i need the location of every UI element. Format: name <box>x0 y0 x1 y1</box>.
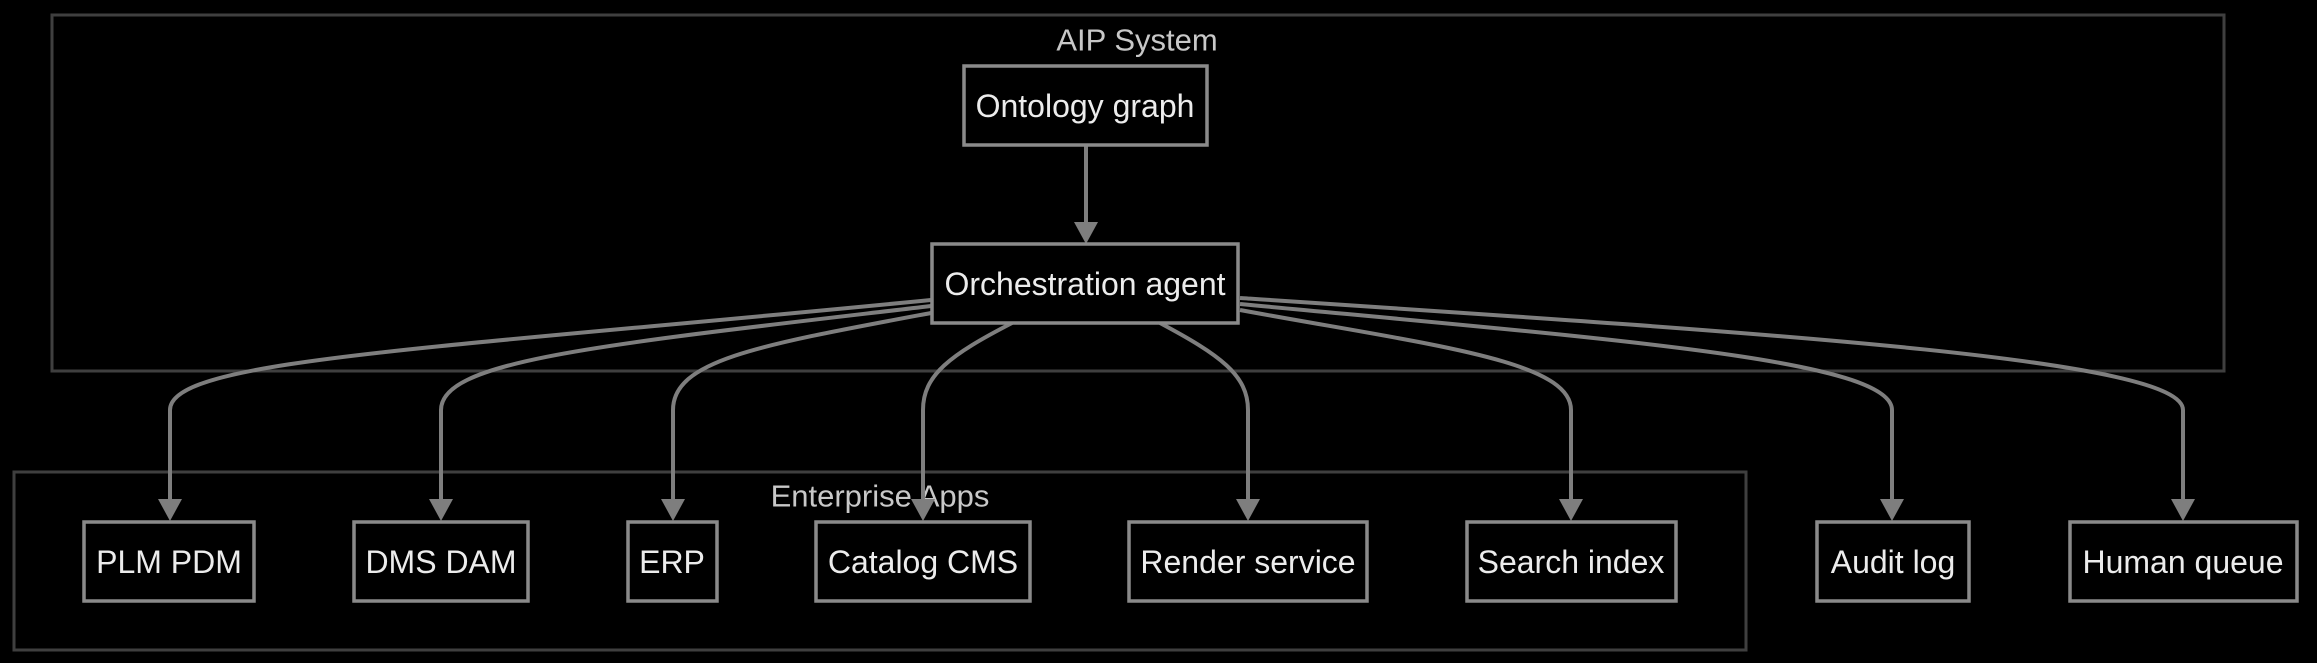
arrowhead-catalog-cms <box>911 499 935 521</box>
node-plm-pdm[interactable]: PLM PDM <box>82 520 256 603</box>
node-catalog-cms[interactable]: Catalog CMS <box>814 520 1032 603</box>
arrowhead-render-service <box>1236 499 1260 521</box>
edge-orchestration-to-audit-log <box>1239 302 1894 500</box>
node-erp[interactable]: ERP <box>626 520 719 603</box>
node-erp-box[interactable] <box>626 520 719 603</box>
group-enterprise-apps: Enterprise Apps <box>12 470 1748 652</box>
node-dms-dam-box[interactable] <box>352 520 530 603</box>
arrowhead-dms-dam <box>429 499 453 521</box>
arrowhead-audit-log <box>1880 499 1904 521</box>
edge-orchestration-to-human-queue <box>1239 296 2185 500</box>
node-catalog-cms-box[interactable] <box>814 520 1032 603</box>
node-orchestration-agent-box[interactable] <box>930 242 1240 325</box>
node-audit-log-label: Audit log <box>1831 544 1956 580</box>
edge-orchestration-to-render-service <box>1159 321 1250 500</box>
node-erp-label: ERP <box>639 544 705 580</box>
edge-orchestration-to-plm-pdm <box>168 298 932 500</box>
group-aip-system-label: AIP System <box>1056 23 1217 58</box>
edge-orchestration-to-search-index <box>1239 308 1573 500</box>
group-enterprise-apps-frame <box>12 470 1748 652</box>
edges-layer <box>158 145 2195 521</box>
group-aip-system-frame <box>50 13 2226 373</box>
edge-orchestration-to-catalog-cms <box>921 321 1013 500</box>
node-audit-log-box[interactable] <box>1815 520 1971 603</box>
node-human-queue-box[interactable] <box>2068 520 2299 603</box>
node-human-queue[interactable]: Human queue <box>2068 520 2299 603</box>
node-ontology-graph-label: Ontology graph <box>976 88 1195 124</box>
node-audit-log[interactable]: Audit log <box>1815 520 1971 603</box>
node-search-index-label: Search index <box>1478 544 1665 580</box>
node-ontology-graph-box[interactable] <box>962 64 1209 147</box>
arrowhead-human-queue <box>2171 499 2195 521</box>
node-human-queue-label: Human queue <box>2082 544 2283 580</box>
arrowhead-erp <box>661 499 685 521</box>
node-ontology-graph[interactable]: Ontology graph <box>962 64 1209 147</box>
node-dms-dam[interactable]: DMS DAM <box>352 520 530 603</box>
node-plm-pdm-label: PLM PDM <box>96 544 242 580</box>
node-plm-pdm-box[interactable] <box>82 520 256 603</box>
node-render-service-label: Render service <box>1140 544 1355 580</box>
arrowhead-orchestration-agent <box>1074 222 1098 244</box>
edge-orchestration-to-dms-dam <box>439 304 932 500</box>
node-search-index-box[interactable] <box>1465 520 1678 603</box>
node-dms-dam-label: DMS DAM <box>365 544 516 580</box>
arrowhead-plm-pdm <box>158 499 182 521</box>
node-orchestration-agent-label: Orchestration agent <box>944 266 1225 302</box>
node-catalog-cms-label: Catalog CMS <box>828 544 1018 580</box>
node-search-index[interactable]: Search index <box>1465 520 1678 603</box>
group-aip-system: AIP System <box>50 13 2226 373</box>
node-orchestration-agent[interactable]: Orchestration agent <box>930 242 1240 325</box>
edge-orchestration-to-erp <box>671 311 932 500</box>
group-enterprise-apps-label: Enterprise Apps <box>771 479 990 514</box>
node-render-service-box[interactable] <box>1127 520 1369 603</box>
arrowhead-search-index <box>1559 499 1583 521</box>
node-render-service[interactable]: Render service <box>1127 520 1369 603</box>
